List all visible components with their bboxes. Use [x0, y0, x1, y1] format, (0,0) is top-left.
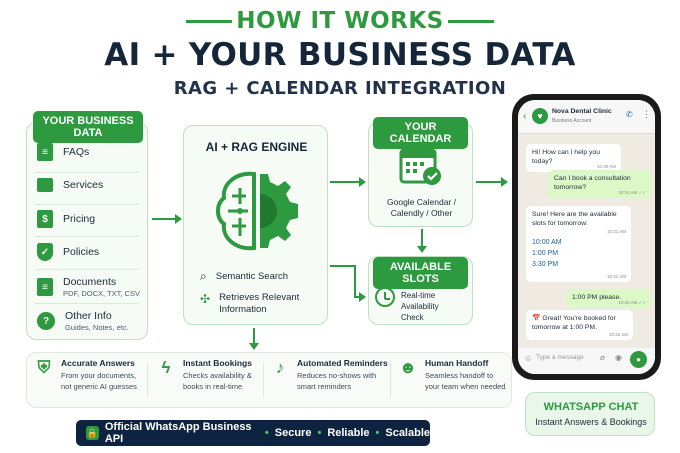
- calendar-check-icon: [399, 146, 441, 185]
- api-badge: 🔒 Official WhatsApp Business API • Secur…: [76, 420, 430, 446]
- biz-item-faqs: ≡ FAQs: [37, 143, 89, 161]
- arrow-calendar-to-phone: [476, 177, 508, 187]
- whatsapp-screen: ‹ ♥ Nova Dental Clinic Business Account …: [518, 100, 655, 374]
- emoji-icon[interactable]: ☺: [524, 354, 533, 363]
- whatsapp-chat-title: WHATSAPP CHAT: [543, 401, 639, 413]
- file-icon: ≡: [37, 278, 53, 296]
- phone-mockup: ‹ ♥ Nova Dental Clinic Business Account …: [512, 94, 661, 380]
- arrow-business-to-engine: [152, 214, 182, 224]
- search-icon: ⌕: [200, 269, 207, 283]
- arrow-calendar-to-slots: [417, 229, 427, 253]
- shield-check-icon: ✓: [37, 243, 53, 261]
- header-decor-left: [186, 20, 232, 23]
- calendar-title: YOUR CALENDAR: [373, 117, 468, 149]
- brain-gear-icon: [216, 171, 298, 251]
- eyebrow-title: HOW IT WORKS: [236, 8, 444, 34]
- call-icon[interactable]: ✆: [626, 110, 633, 119]
- slots-title: AVAILABLE SLOTS: [373, 257, 468, 289]
- menu-dots-icon[interactable]: ⋮: [642, 109, 651, 119]
- network-icon: ✣: [200, 292, 211, 306]
- chat-account-type: Business Account: [552, 118, 592, 124]
- business-data-title: YOUR BUSINESS DATA: [33, 111, 143, 143]
- chat-message: 1:00 PM please.10:32 AM ✓✓: [566, 289, 651, 308]
- features-strip: [26, 352, 512, 408]
- business-data-card: YOUR BUSINESS DATA ≡ FAQs Services $ Pri…: [26, 111, 148, 340]
- bell-icon: ♪: [275, 358, 285, 377]
- semantic-search-row: ⌕ Semantic Search: [200, 269, 289, 283]
- rag-engine-card: AI + RAG ENGINE ⌕ Semantic Search ✣ Retr…: [183, 125, 328, 325]
- tooth-avatar-icon[interactable]: ♥: [532, 108, 548, 124]
- folder-icon: [37, 178, 53, 192]
- people-icon: ☻: [399, 358, 417, 377]
- dollar-icon: $: [37, 210, 53, 228]
- camera-icon[interactable]: ◉: [615, 353, 622, 362]
- subtitle: RAG + CALENDAR INTEGRATION: [173, 78, 507, 99]
- slot-option[interactable]: 10:00 AM: [532, 239, 562, 246]
- clock-icon: [375, 287, 395, 307]
- biz-item-services: Services: [37, 178, 103, 192]
- attach-icon[interactable]: ⌀: [600, 353, 605, 362]
- biz-item-pricing: $ Pricing: [37, 210, 95, 228]
- main-title: AI + YOUR BUSINESS DATA: [104, 37, 576, 73]
- message-input[interactable]: Type a message: [536, 354, 584, 361]
- document-icon: ≡: [37, 143, 53, 161]
- whatsapp-chat-sub: Instant Answers & Bookings: [535, 417, 647, 427]
- chat-message: Hi! How can I help you today?10:30 AM: [526, 144, 621, 172]
- biz-item-policies: ✓ Policies: [37, 243, 99, 261]
- arrow-engine-down: [249, 328, 259, 350]
- slot-option[interactable]: 3:30 PM: [532, 261, 559, 268]
- arrow-engine-to-slots: [354, 292, 366, 302]
- whatsapp-chat-card: WHATSAPP CHAT Instant Answers & Bookings: [525, 392, 655, 436]
- chat-input-bar: ☺ Type a message ⌀ ◉ ●: [518, 348, 655, 374]
- chat-contact-name[interactable]: Nova Dental Clinic: [552, 108, 612, 115]
- calendar-providers: Google Calendar /Calendly / Other: [387, 197, 456, 218]
- lock-icon: 🔒: [86, 426, 99, 440]
- header-decor-right: [448, 20, 494, 23]
- rag-engine-title: AI + RAG ENGINE: [205, 140, 308, 154]
- calendar-card: YOUR CALENDAR Google Calendar /Calendly …: [368, 117, 473, 227]
- arrow-engine-to-calendar: [330, 177, 366, 187]
- chat-header: ‹ ♥ Nova Dental Clinic Business Account …: [518, 100, 655, 134]
- shield-check-icon: ⛨: [37, 358, 51, 377]
- question-icon: ?: [37, 312, 55, 330]
- lightning-icon: ϟ: [161, 358, 171, 377]
- mic-icon[interactable]: ●: [630, 351, 647, 368]
- back-icon[interactable]: ‹: [523, 111, 527, 122]
- slot-option[interactable]: 1:00 PM: [532, 250, 559, 257]
